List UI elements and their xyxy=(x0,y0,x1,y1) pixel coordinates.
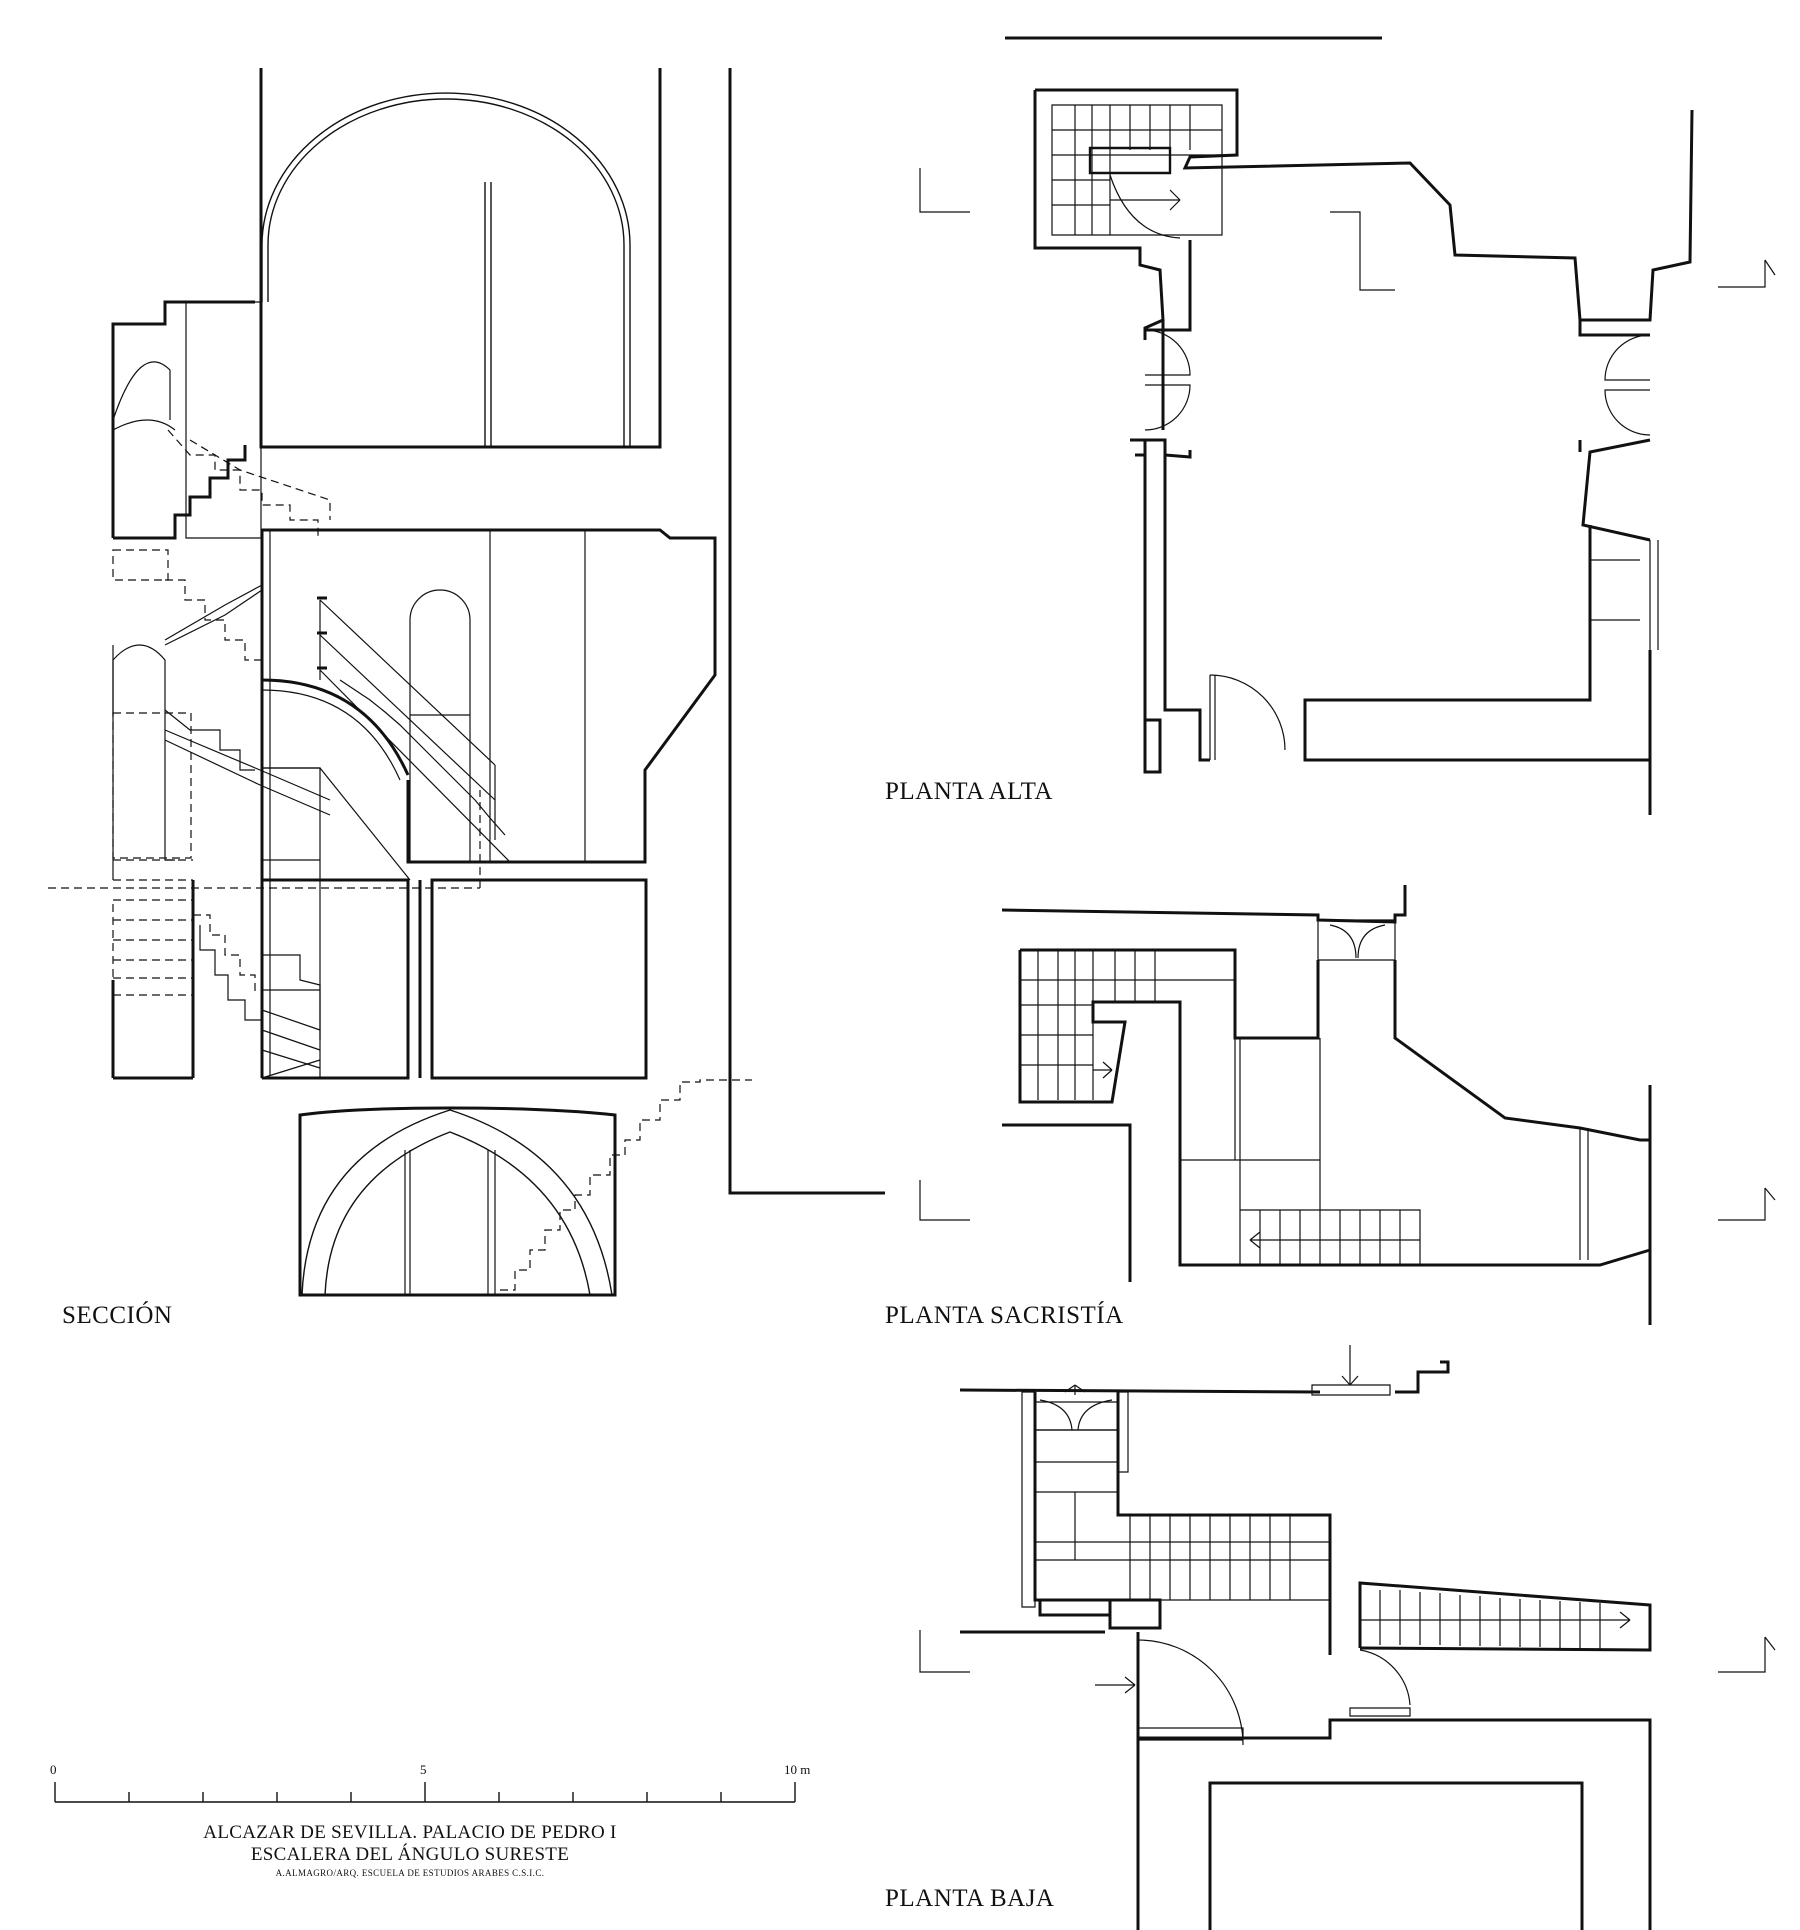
title-block: ALCAZAR DE SEVILLA. PALACIO DE PEDRO I E… xyxy=(150,1822,670,1880)
upper-plan-label: PLANTA ALTA xyxy=(885,778,1053,805)
section-drawing xyxy=(48,68,885,1295)
ground-plan-label: PLANTA BAJA xyxy=(885,1885,1055,1912)
sacristy-plan-label: PLANTA SACRISTÍA xyxy=(885,1302,1124,1329)
sacristy-plan-drawing xyxy=(920,885,1775,1325)
section-left-stair-block xyxy=(113,302,330,538)
ground-plan-section-markers xyxy=(920,1630,1775,1672)
section-left-walls xyxy=(113,585,330,1078)
scale-bar xyxy=(55,1782,795,1802)
scale-tick-mid: 5 xyxy=(420,1762,427,1777)
upper-plan-stair xyxy=(1052,105,1222,238)
scale-tick-end: 10 m xyxy=(784,1762,811,1777)
sacristy-plan-door xyxy=(1318,920,1650,1240)
title-credit: A.ALMAGRO/ARQ. ESCUELA DE ESTUDIOS ARABE… xyxy=(275,1868,545,1878)
title-line-2: ESCALERA DEL ÁNGULO SURESTE xyxy=(250,1844,570,1865)
upper-plan-doors xyxy=(1145,330,1658,760)
ground-plan-drawing xyxy=(920,1345,1775,1930)
sacristy-plan-section-markers xyxy=(920,1180,1775,1220)
section-upper-arch xyxy=(262,93,630,447)
section-dashed-stairs xyxy=(48,550,480,995)
section-upper-chamber xyxy=(261,68,885,1193)
section-label: SECCIÓN xyxy=(62,1302,173,1329)
upper-plan-drawing xyxy=(920,38,1775,815)
upper-plan-section-markers xyxy=(920,168,1775,290)
sacristy-plan-walls xyxy=(1002,885,1650,1325)
scale-tick-start: 0 xyxy=(50,1762,57,1777)
section-stair-railing xyxy=(317,598,510,862)
upper-plan-walls xyxy=(1035,90,1692,815)
ground-plan-stair xyxy=(1035,1402,1630,1649)
section-lower-stairwell xyxy=(262,768,646,1078)
ground-plan-doors xyxy=(1022,1345,1410,1745)
sacristy-plan-stair xyxy=(1020,950,1588,1265)
title-line-1: ALCAZAR DE SEVILLA. PALACIO DE PEDRO I xyxy=(203,1822,617,1843)
section-central-block xyxy=(262,530,715,1078)
ground-plan-walls xyxy=(960,1362,1650,1930)
section-lower-vault xyxy=(300,1080,752,1295)
